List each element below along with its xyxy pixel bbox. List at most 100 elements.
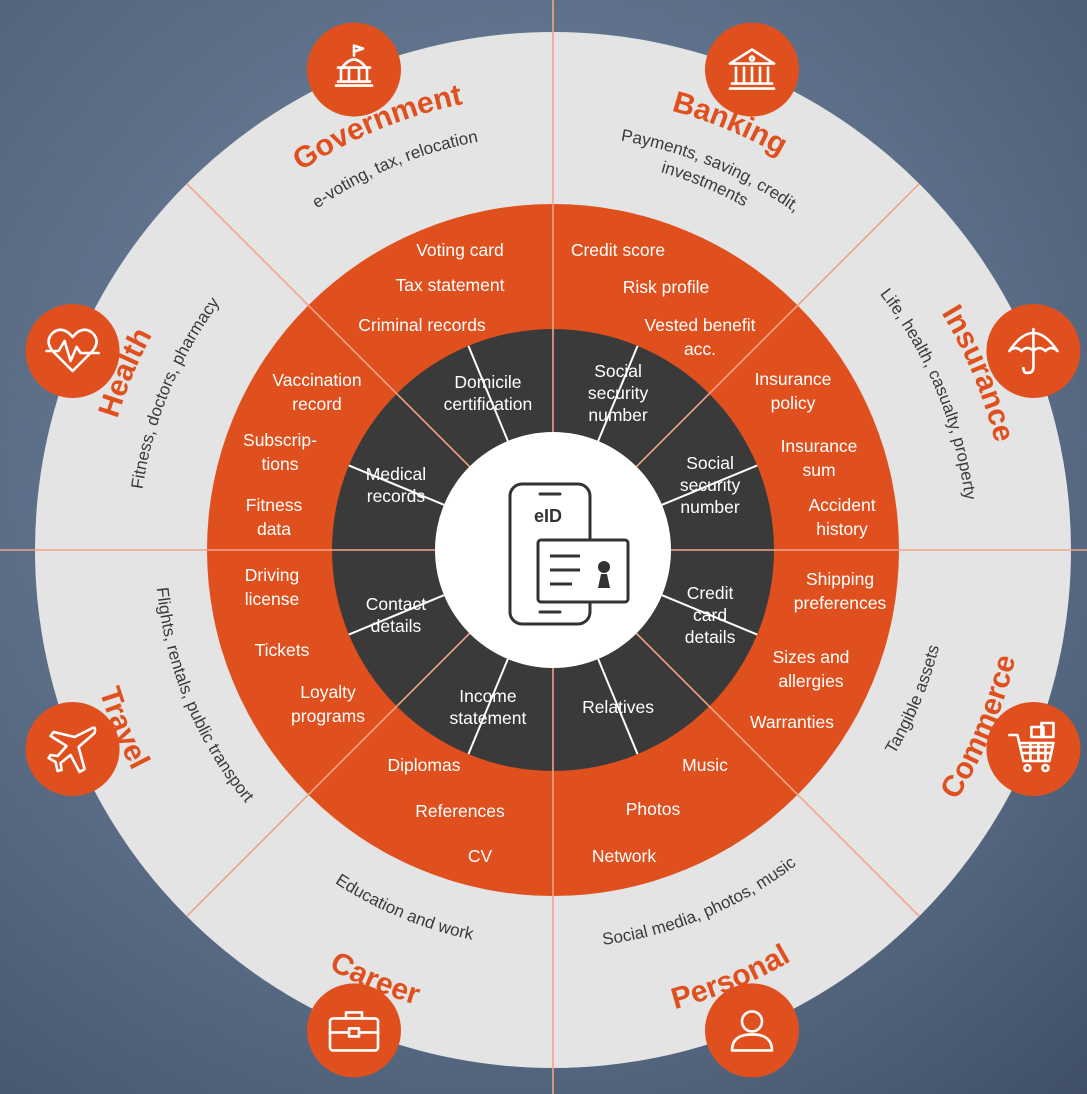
inner-label-line: records [367,486,426,506]
inner-label-line: statement [450,708,527,728]
inner-label-line: Income [459,686,516,706]
icon-badge-circle [307,22,402,117]
sector-divider [635,632,920,917]
canopy [1008,331,1059,353]
roof [728,48,776,65]
icon-badge-insurance [986,304,1081,399]
icon-badge-travel [25,701,120,796]
item-line: license [245,589,299,609]
inner-label-line: Credit [687,583,734,603]
item-line: Risk profile [623,277,710,297]
item-line: Driving [245,565,299,585]
bank-building-icon [728,48,776,90]
item-personal-0: Music [682,755,728,775]
inner-divider [597,345,639,442]
item-line: Network [592,846,656,866]
item-health-0: Vaccination record [272,370,361,414]
item-line: Insurance [755,369,832,389]
icon-badge-career [307,983,402,1078]
inner-label-line: certification [444,394,533,414]
icon-badge-circle [25,304,120,399]
item-government-2: Criminal records [358,315,486,335]
item-line: Photos [626,799,681,819]
icon-badge-circle [986,701,1081,796]
item-government-1: Tax statement [396,275,505,295]
cart [1008,733,1055,763]
inner-label-line: Contact [366,594,426,614]
inner-label-line: Domicile [454,372,521,392]
item-travel-1: Tickets [255,640,310,660]
item-line: record [292,394,342,414]
icon-badge-personal [704,983,799,1078]
item-travel-0: Driving license [245,565,299,609]
icon-badge-circle [307,983,402,1078]
inner-label-line: card [693,605,727,625]
item-line: programs [291,706,365,726]
inner-divider [597,658,639,755]
box [1040,721,1055,739]
roof-dot [748,55,756,62]
columns [334,66,374,87]
item-commerce-2: Warranties [750,712,834,732]
item-line: Voting card [416,240,504,260]
clasp [347,1027,361,1038]
handle [1022,327,1035,375]
inner-label-line: Social [594,361,642,381]
item-line: CV [468,846,493,866]
item-commerce-1: Sizes and allergies [773,647,850,691]
icon-badge-circle [25,701,120,796]
sector-divider [635,183,920,468]
item-line: Tickets [255,640,310,660]
item-line: Warranties [750,712,834,732]
id-card-photo-body [598,574,610,588]
item-line: acc. [684,339,716,359]
inner-label-line: details [371,616,422,636]
item-health-1: Subscrip-tions [243,430,317,474]
capitol-building-icon [334,44,374,87]
cart-grid [1020,741,1053,763]
flag [352,44,365,57]
item-line: Fitness [246,495,303,515]
icon-badge-commerce [986,701,1081,796]
inner-label-line: Medical [366,464,426,484]
inner-divider [467,658,509,755]
item-line: Accident [808,495,875,515]
item-line: allergies [778,671,843,691]
case [328,1017,380,1052]
item-line: Sizes and [773,647,850,667]
item-line: Music [682,755,728,775]
item-career-2: CV [468,846,493,866]
person-icon [730,1010,774,1052]
phone-id-card-icon: eID [508,482,630,626]
item-line: Criminal records [358,315,486,335]
icon-badge-government [307,22,402,117]
item-line: Shipping [806,569,874,589]
body [730,1033,774,1052]
inner-label-line: number [588,405,648,425]
inner-label-line: Relatives [582,697,654,717]
item-line: preferences [794,593,887,613]
plane [47,726,97,774]
item-insurance-0: Insurance policy [755,369,832,413]
item-line: Vaccination [272,370,361,390]
item-career-1: References [415,801,505,821]
item-career-0: Diplomas [388,755,461,775]
item-personal-1: Photos [626,799,681,819]
item-line: policy [771,393,816,413]
head [740,1010,764,1033]
item-line: Insurance [781,436,858,456]
icon-badge-banking [704,22,799,117]
inner-label-line: security [588,383,649,403]
inner-divider [348,464,445,506]
inner-divider [661,594,758,636]
item-line: Credit score [571,240,665,260]
handle [328,1011,380,1034]
